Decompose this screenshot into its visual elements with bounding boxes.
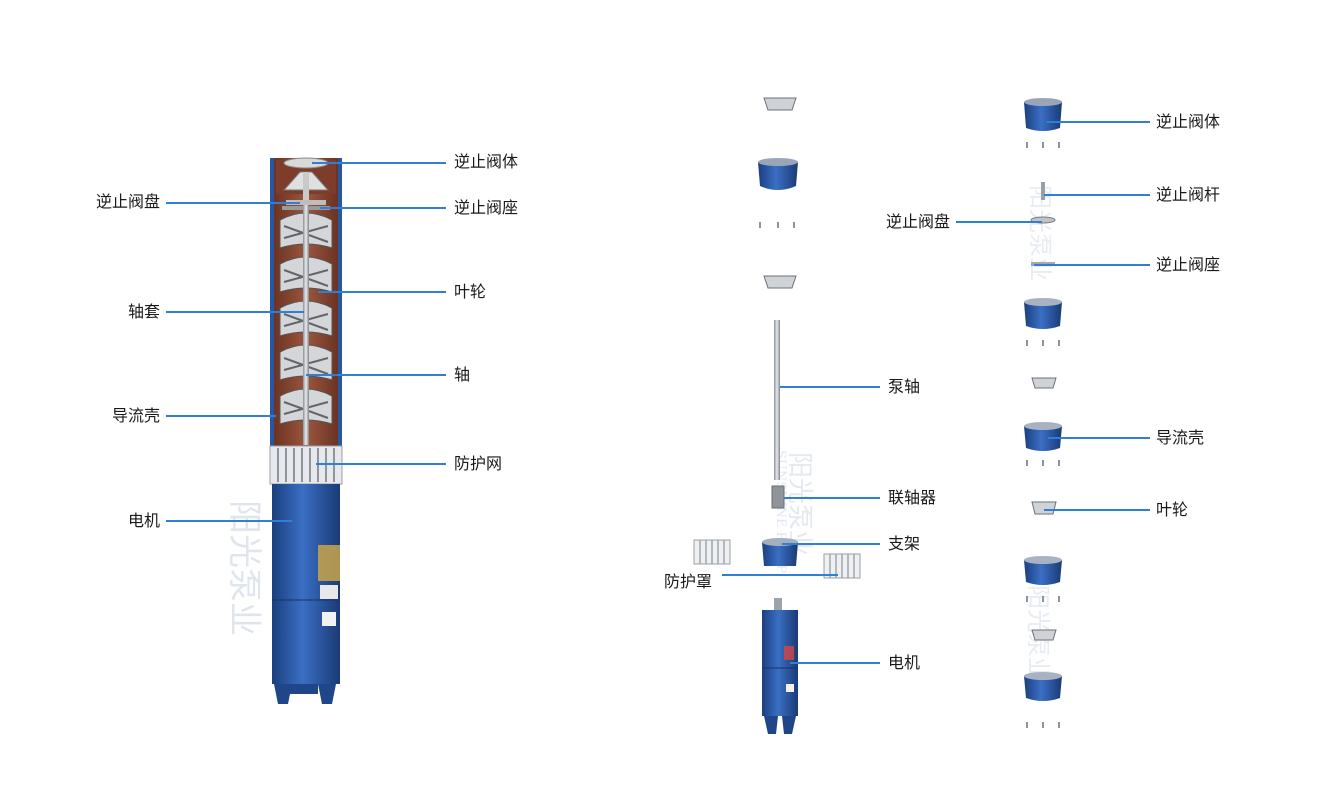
right-diffuser-part [1024,422,1062,451]
right-impeller-1 [1031,377,1057,389]
right-bowl-4 [1024,556,1062,585]
label-left-diffuser: 导流壳 [111,406,160,425]
label-right-diffuser: 导流壳 [1156,428,1205,447]
label-middle-coupling: 联轴器 [888,488,937,507]
exploded-motor-section [693,97,861,734]
label-middle-pump-shaft: 泵轴 [888,377,921,396]
label-left-bushing: 轴套 [127,302,160,321]
label-left-impeller: 叶轮 [454,282,487,301]
assembled-pump [269,157,343,704]
right-check-valve-stem-part [1041,182,1045,200]
top-bowl-small [758,158,798,190]
coupling-part [771,485,785,509]
label-left-check-valve-body: 逆止阀体 [454,152,519,171]
check-valve-disc-cutaway [286,200,326,205]
leader-lines [166,121,1150,664]
right-bowl-2 [1024,298,1062,329]
exploded-stage-column [1024,98,1062,728]
label-left-check-valve-disc: 逆止阀盘 [95,192,160,211]
middle-impeller-small [763,275,797,289]
label-left-shaft: 轴 [454,365,471,384]
label-middle-guard: 防护罩 [664,572,713,591]
label-left-check-valve-seat: 逆止阀座 [454,198,519,217]
label-right-check-valve-body: 逆止阀体 [1156,112,1221,131]
label-middle-motor: 电机 [888,653,921,672]
label-right-check-valve-stem: 逆止阀杆 [1156,185,1221,204]
label-left-motor: 电机 [127,511,160,530]
right-impeller-3 [1031,629,1057,641]
label-left-screen: 防护网 [454,454,503,473]
motor-cutaway [272,484,340,684]
label-right-check-valve-disc: 逆止阀盘 [885,212,950,231]
label-right-impeller: 叶轮 [1156,500,1189,519]
right-check-valve-body-part [1024,98,1062,131]
label-middle-bracket: 支架 [888,534,921,553]
right-bowl-5 [1024,672,1062,701]
shaft-cutaway [303,205,309,445]
top-impeller-small [763,97,797,111]
label-right-check-valve-seat: 逆止阀座 [1156,255,1221,274]
pump-shaft-part [774,320,780,480]
guard-left-part [693,539,731,565]
bracket-part [762,542,798,566]
right-impeller-part [1031,501,1057,515]
